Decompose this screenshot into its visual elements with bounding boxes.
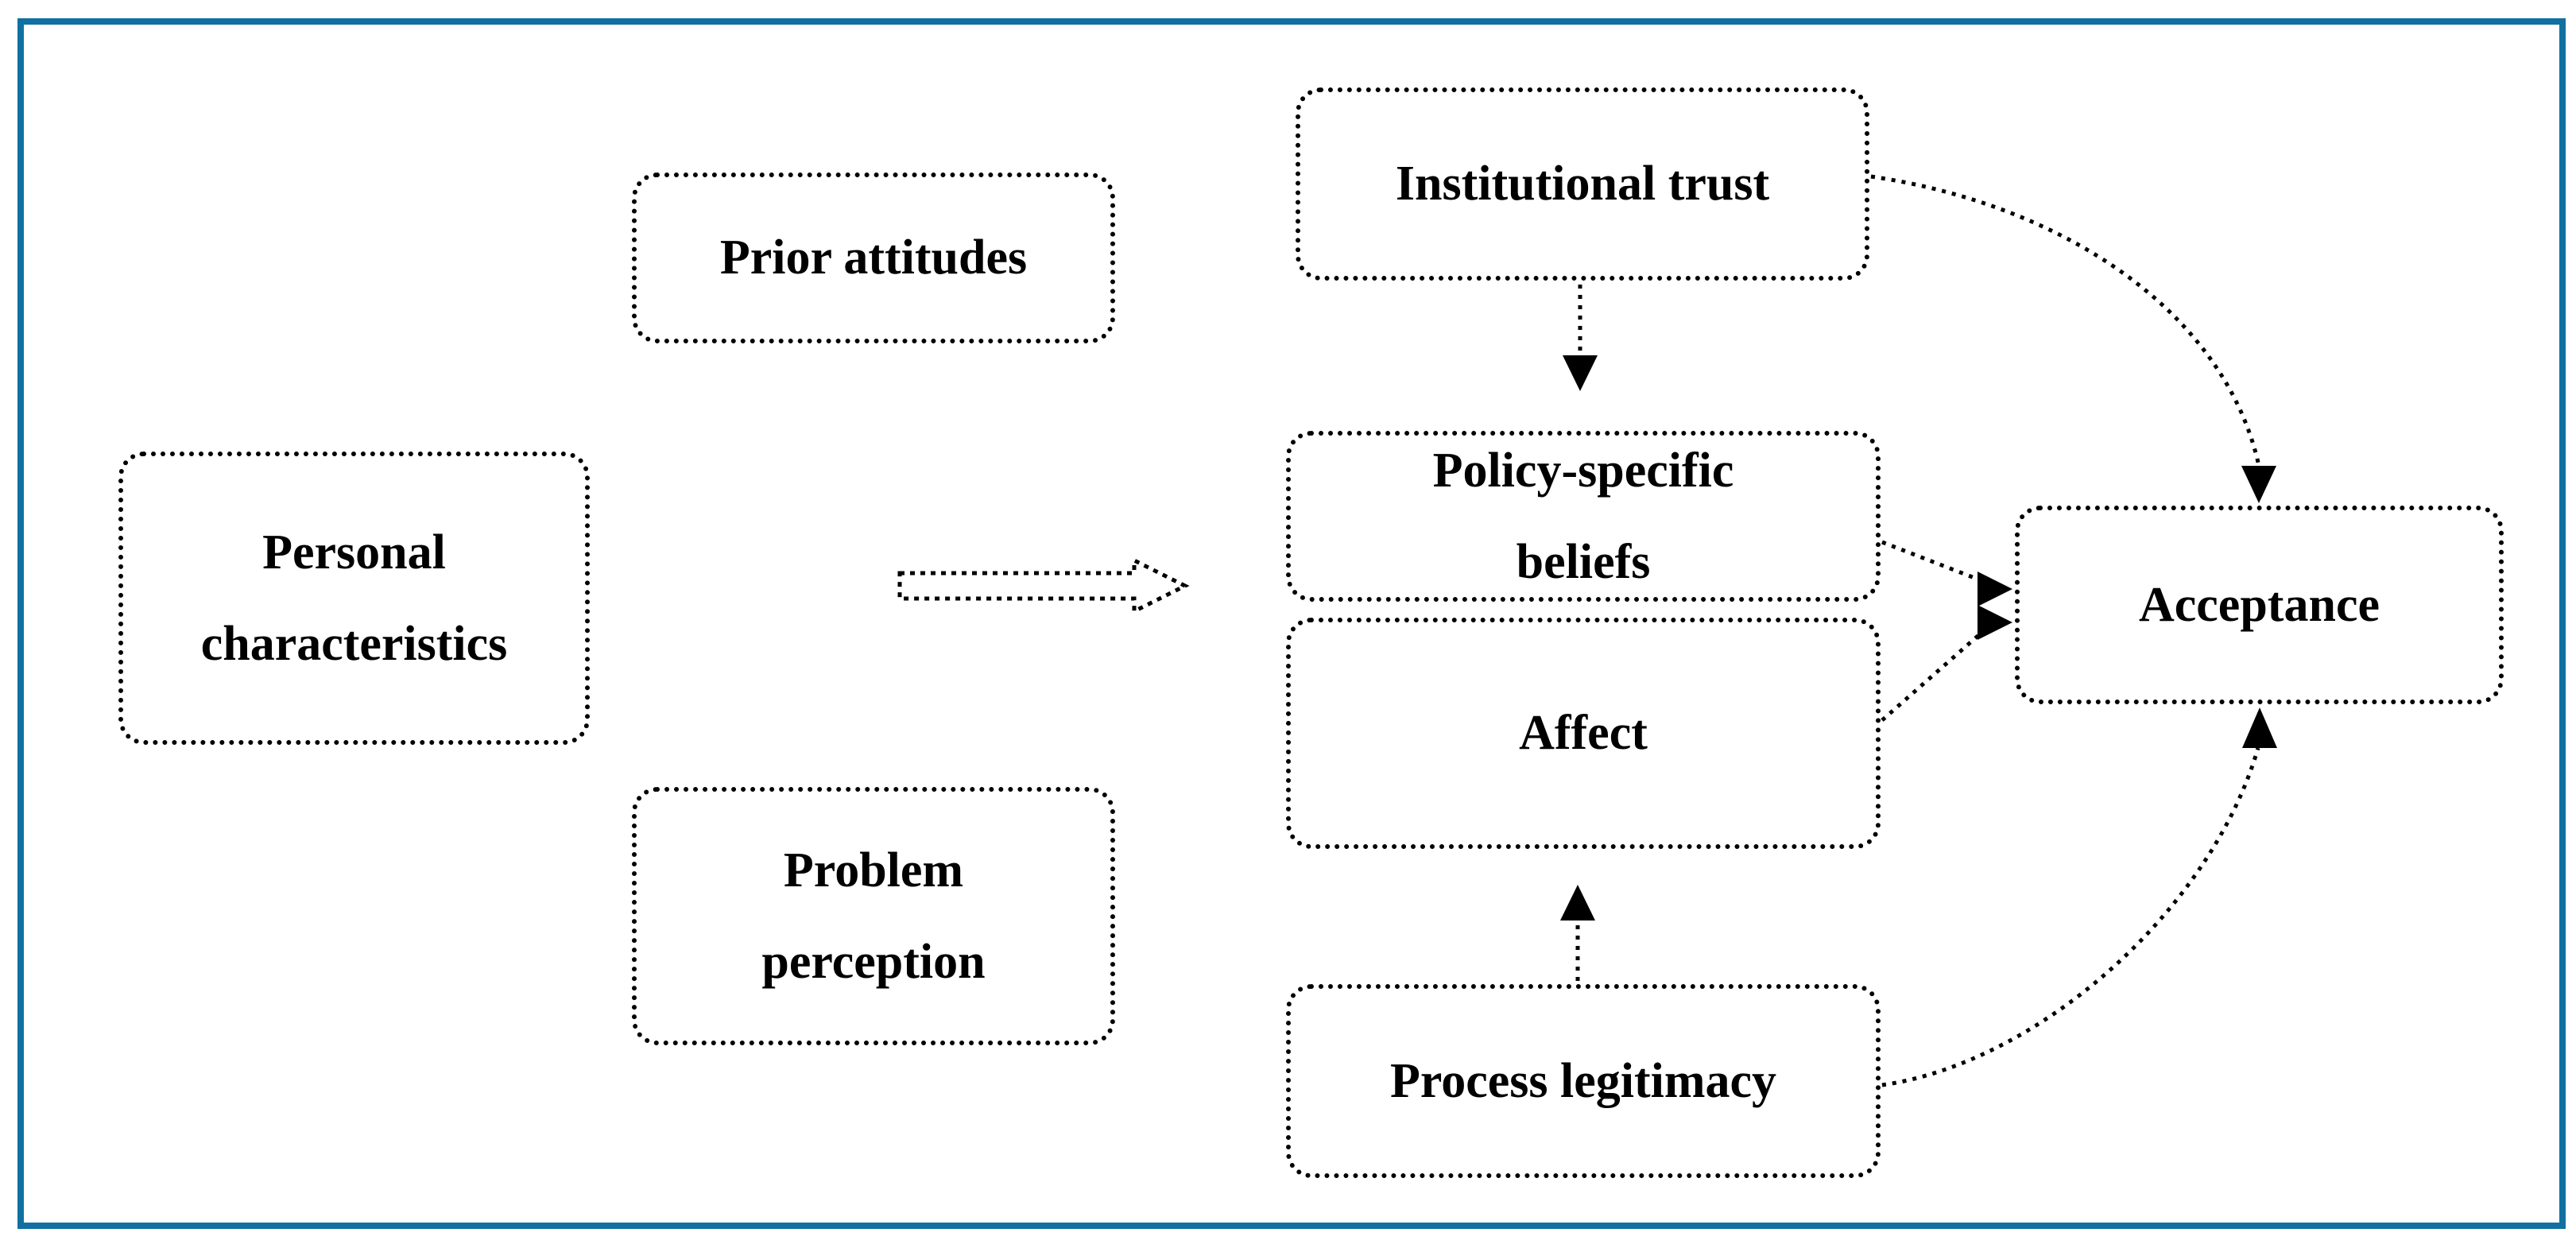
node-institutional-trust: Institutional trust	[1296, 87, 1869, 281]
node-label: characteristics	[200, 616, 508, 671]
node-label: Affect	[1519, 706, 1648, 760]
node-policy-specific-beliefs: Policy-specific beliefs	[1286, 431, 1881, 602]
figure-border	[17, 18, 2566, 1229]
node-prior-attitudes: Prior attitudes	[632, 172, 1115, 343]
node-process-legitimacy: Process legitimacy	[1286, 984, 1881, 1178]
node-label: perception	[761, 934, 986, 989]
node-acceptance: Acceptance	[2015, 506, 2504, 704]
node-personal-characteristics: Personal characteristics	[118, 452, 590, 745]
node-label: Process legitimacy	[1389, 1053, 1777, 1108]
node-label: Problem	[783, 843, 964, 897]
node-label: beliefs	[1516, 534, 1651, 589]
node-label: Policy-specific	[1432, 443, 1734, 498]
node-label: Institutional trust	[1395, 157, 1770, 211]
node-problem-perception: Problem perception	[632, 787, 1115, 1045]
node-label: Prior attitudes	[719, 231, 1028, 285]
node-label: Acceptance	[2139, 577, 2380, 632]
node-label: Personal	[262, 525, 446, 579]
node-affect: Affect	[1286, 618, 1881, 849]
